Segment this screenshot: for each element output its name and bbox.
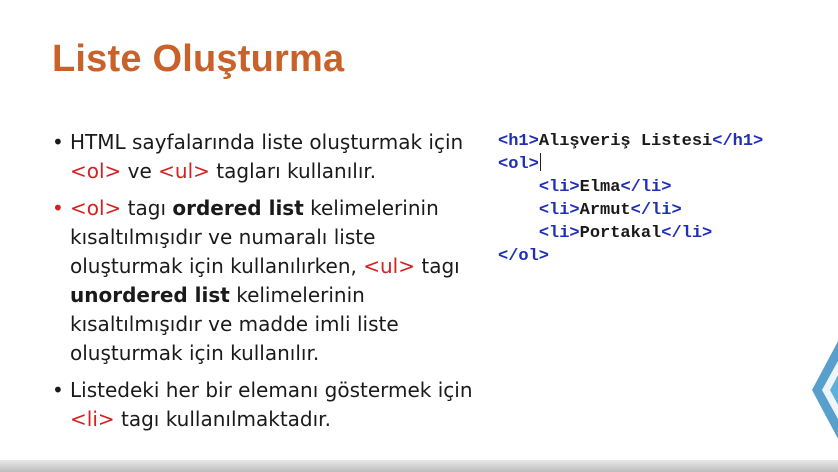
- text-cursor: [539, 153, 541, 171]
- code-tag: <li>: [538, 201, 580, 220]
- bullet-text: tagı: [121, 196, 173, 220]
- code-line: <li>Elma</li>: [498, 176, 763, 199]
- bullet-list: HTML sayfalarında liste oluşturmak için …: [50, 128, 490, 442]
- bullet-text: ve: [121, 159, 159, 183]
- code-text: Armut: [579, 201, 631, 220]
- bullet-item: <ol> tagı ordered list kelimelerinin kıs…: [50, 194, 490, 368]
- bullet-item: HTML sayfalarında liste oluşturmak için …: [50, 128, 490, 186]
- code-tag: <h1>: [498, 132, 539, 151]
- code-tag: </li>: [620, 178, 672, 197]
- code-tag: </li>: [630, 201, 682, 220]
- tag-ul: <ul>: [363, 254, 415, 278]
- code-tag: <li>: [538, 224, 580, 243]
- tag-li: <li>: [70, 407, 115, 431]
- bullet-text: tagı kullanılmaktadır.: [114, 407, 331, 431]
- code-tag: <li>: [538, 178, 580, 197]
- decorative-shape-icon: [812, 341, 838, 439]
- bullet-text: Listedeki her bir elemanı göstermek için: [70, 378, 473, 402]
- code-tag: </li>: [661, 224, 713, 243]
- code-tag: </ol>: [498, 247, 550, 266]
- bullet-text: kelimelerinin kısaltılmışıdır ve madde i…: [70, 283, 399, 365]
- bold-term: unordered list: [70, 283, 230, 307]
- tag-ol: <ol>: [70, 196, 122, 220]
- code-text: Alışveriş Listesi: [538, 132, 713, 151]
- code-line: <li>Armut</li>: [498, 199, 763, 222]
- slide-title: Liste Oluşturma: [52, 38, 345, 80]
- code-text: Elma: [579, 178, 621, 197]
- bullet-text: tagları kullanılır.: [209, 159, 377, 183]
- code-line: </ol>: [498, 245, 763, 268]
- code-tag: <ol>: [498, 155, 539, 174]
- bottom-bar: [0, 460, 838, 472]
- code-line: <ol>: [498, 153, 763, 176]
- bullet-text: kelimelerinin kısaltılmışıdır ve numaral…: [70, 196, 439, 278]
- code-line: <li>Portakal</li>: [498, 222, 763, 245]
- code-line: <h1>Alışveriş Listesi</h1>: [498, 130, 763, 153]
- code-text: Portakal: [579, 224, 662, 243]
- code-tag: </h1>: [712, 132, 764, 151]
- code-sample: <h1>Alışveriş Listesi</h1><ol> <li>Elma<…: [498, 130, 763, 268]
- bullet-item: Listedeki her bir elemanı göstermek için…: [50, 376, 490, 434]
- bullet-text: tagı: [415, 254, 460, 278]
- bold-term: ordered list: [172, 196, 304, 220]
- bullet-text: HTML sayfalarında liste oluşturmak için: [70, 130, 464, 154]
- tag-ol: <ol>: [70, 159, 122, 183]
- tag-ul: <ul>: [158, 159, 210, 183]
